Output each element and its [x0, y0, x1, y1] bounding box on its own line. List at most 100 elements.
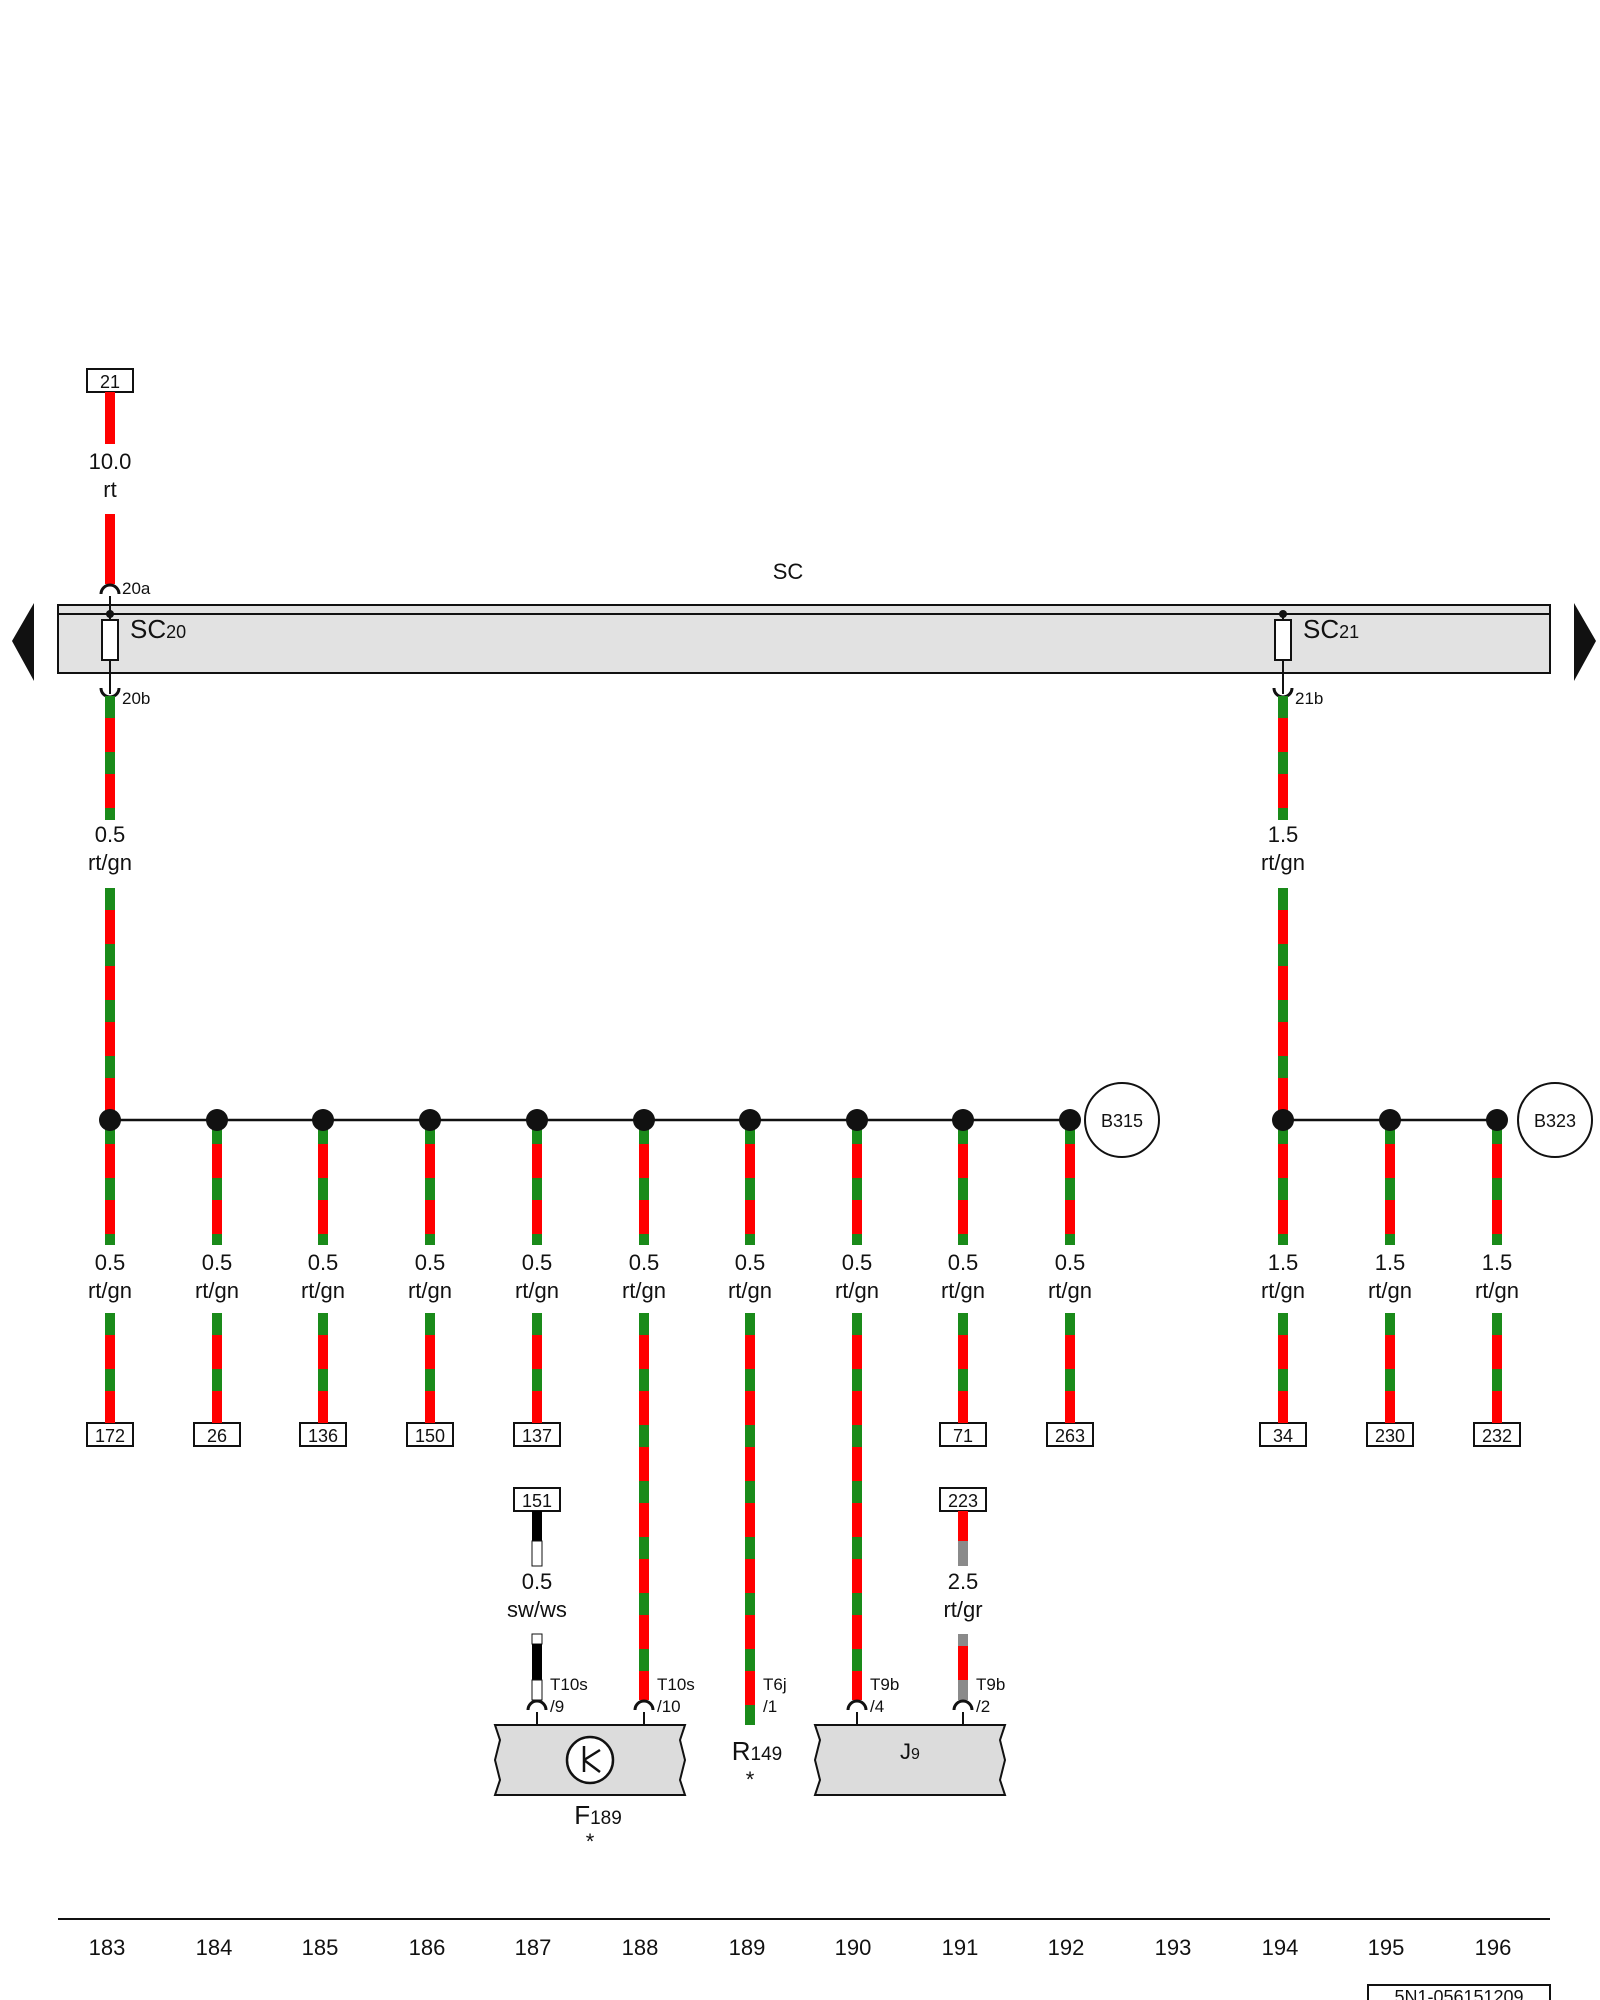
branch-color: rt/gn: [515, 1278, 559, 1303]
connector-name: T9b: [976, 1675, 1005, 1694]
feed-wire-top: [105, 392, 115, 444]
branch-size: 1.5: [1268, 1250, 1299, 1275]
column-number: 196: [1475, 1935, 1512, 1960]
wire-branch-12-lower: [1385, 1313, 1395, 1423]
branch-size: 0.5: [202, 1250, 233, 1275]
branch-size: 0.5: [522, 1250, 553, 1275]
junction-dots: [99, 1109, 1508, 1131]
wire-branch-9-lower: [958, 1313, 968, 1423]
bus-label: SC: [773, 559, 804, 584]
branch-size: 0.5: [308, 1250, 339, 1275]
fuse-panel: [57, 604, 1551, 674]
component-r149-label: R149: [732, 1736, 782, 1766]
wire-sc20-out-top: [105, 696, 115, 820]
connector-pin: /4: [870, 1697, 884, 1716]
branch-6: 0.5 rt/gn: [622, 1250, 666, 1303]
main-wire-1-size: 0.5: [95, 822, 126, 847]
wire-branch-6-to-f189: [639, 1313, 649, 1700]
junction-dot: [419, 1109, 441, 1131]
branch-size: 0.5: [735, 1250, 766, 1275]
fuse-sc20-label: SC20: [130, 614, 186, 644]
wire-branch-1-upper: [105, 1122, 115, 1245]
column-number: 194: [1262, 1935, 1299, 1960]
connector-name: T10s: [550, 1675, 588, 1694]
component-f189-label: F189: [574, 1800, 622, 1830]
branch-13: 1.5 rt/gn 232: [1473, 1250, 1521, 1447]
wire-branch-4-upper: [425, 1122, 435, 1245]
connector-t6j-1[interactable]: T6j /1: [763, 1675, 787, 1716]
wire-branch-8-upper: [852, 1122, 862, 1245]
arrow-left-icon[interactable]: [12, 603, 34, 681]
fuse-sc20-icon[interactable]: [101, 619, 119, 661]
branch-color: rt/gn: [1261, 1278, 1305, 1303]
ref-label: 230: [1375, 1426, 1405, 1446]
junction-dot: [1486, 1109, 1508, 1131]
splice-b315-icon[interactable]: [1084, 1082, 1160, 1158]
wire-branch-4-lower: [425, 1313, 435, 1423]
column-number: 188: [622, 1935, 659, 1960]
ref-label: 136: [308, 1426, 338, 1446]
junction-dot: [846, 1109, 868, 1131]
connector-t9b-4[interactable]: T9b /4: [846, 1675, 899, 1725]
wire-branch-3-lower: [318, 1313, 328, 1423]
wire-branch-11-upper: [1278, 1122, 1288, 1245]
branch-color: rt/gn: [622, 1278, 666, 1303]
branch-5: 0.5 rt/gn 137: [513, 1250, 561, 1447]
diagram-code: 5N1-056151209: [1394, 1987, 1523, 2000]
ref-label: 172: [95, 1426, 125, 1446]
branch-color: rt/gn: [835, 1278, 879, 1303]
column-number: 183: [89, 1935, 126, 1960]
ref-label: 150: [415, 1426, 445, 1446]
code-box: [1367, 1984, 1551, 2000]
wire-branch-11-lower: [1278, 1313, 1288, 1423]
wire-sc20-out-bottom: [105, 888, 115, 1120]
ref-label: 137: [522, 1426, 552, 1446]
feed-size: 10.0: [89, 449, 132, 474]
connector-pin: /10: [657, 1697, 681, 1716]
splice-b323-label: B323: [1534, 1111, 1576, 1131]
ref-label: 26: [207, 1426, 227, 1446]
arrow-right-icon[interactable]: [1574, 603, 1596, 681]
branch-size: 0.5: [948, 1250, 979, 1275]
connector-t10s-10[interactable]: T10s /10: [633, 1675, 695, 1725]
branch-color: rt/gn: [1368, 1278, 1412, 1303]
wire-branch-7-to-r149: [745, 1313, 755, 1725]
wire-branch-2-upper: [212, 1122, 222, 1245]
branch-color: rt/gn: [88, 1278, 132, 1303]
column-number: 190: [835, 1935, 872, 1960]
junction-dot: [1272, 1109, 1294, 1131]
wire-branch-8-to-j9: [852, 1313, 862, 1700]
column-number: 189: [729, 1935, 766, 1960]
wire-sc21-out-top: [1278, 696, 1288, 820]
wire-branch-2-lower: [212, 1313, 222, 1423]
wire-branch-12-upper: [1385, 1122, 1395, 1245]
branch-size: 1.5: [1375, 1250, 1406, 1275]
junction-dot: [206, 1109, 228, 1131]
branch-size: 1.5: [1482, 1250, 1513, 1275]
branch-size: 0.5: [1055, 1250, 1086, 1275]
branch-2: 0.5 rt/gn 26: [193, 1250, 241, 1447]
wire-branch-1-lower: [105, 1313, 115, 1423]
wire-branch-10-lower: [1065, 1313, 1075, 1423]
ref-label: 232: [1482, 1426, 1512, 1446]
splice-b323-icon[interactable]: [1517, 1082, 1593, 1158]
junction-dot: [99, 1109, 121, 1131]
wire-segments: [105, 696, 1502, 1725]
fuse-sc21-icon[interactable]: [1274, 619, 1292, 661]
wire-branch-13-upper: [1492, 1122, 1502, 1245]
pin-21b-label: 21b: [1295, 689, 1323, 708]
connector-t10s-9[interactable]: T10s /9: [526, 1675, 588, 1725]
column-number: 192: [1048, 1935, 1085, 1960]
branch-9: 0.5 rt/gn 71: [939, 1250, 987, 1447]
pin-20a-label: 20a: [122, 579, 151, 598]
component-j9-box[interactable]: [813, 1724, 1007, 1796]
connector-name: T6j: [763, 1675, 787, 1694]
column-number: 186: [409, 1935, 446, 1960]
branch-11: 1.5 rt/gn 34: [1259, 1250, 1307, 1447]
junction-dot: [312, 1109, 334, 1131]
branch-color: rt/gn: [1475, 1278, 1519, 1303]
feed-color: rt: [103, 477, 116, 502]
connector-t9b-2[interactable]: T9b /2: [952, 1675, 1005, 1725]
wire-branch-5-upper: [532, 1122, 542, 1245]
connector-name: T10s: [657, 1675, 695, 1694]
